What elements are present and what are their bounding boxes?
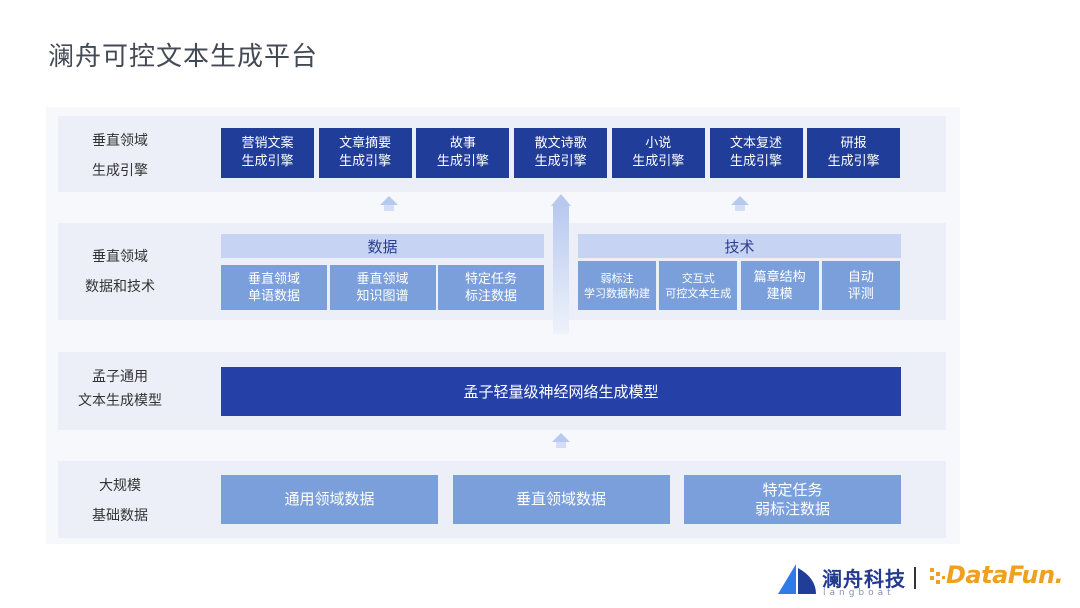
- engine-box: 散文诗歌生成引擎: [514, 128, 608, 178]
- data-item-box: 垂直领域单语数据: [221, 265, 327, 310]
- engine-box: 小说生成引擎: [611, 128, 705, 178]
- data-tech-row-label: 垂直领域数据和技术: [85, 249, 155, 295]
- partner-name: DataFun.: [946, 561, 1064, 589]
- tech-header: 技术: [578, 234, 901, 258]
- model-box: 孟子轻量级神经网络生成模型: [221, 367, 901, 416]
- brand-subtitle: langboat: [823, 588, 895, 598]
- logo-separator: [914, 567, 916, 589]
- up-arrow-stem: [384, 205, 394, 211]
- tech-item-box: 交互式可控文本生成: [659, 261, 738, 310]
- up-arrow-stem: [735, 205, 745, 211]
- tech-item-box: 弱标注学习数据构建: [578, 261, 656, 310]
- data-item-box: 特定任务标注数据: [438, 265, 544, 310]
- base-data-box: 特定任务弱标注数据: [684, 475, 901, 524]
- engine-box: 研报生成引擎: [807, 128, 901, 178]
- up-arrow-icon: [380, 196, 398, 205]
- base-data-box: 通用领域数据: [221, 475, 438, 524]
- data-item-box: 垂直领域知识图谱: [329, 265, 436, 310]
- model-row-label: 孟子通用文本生成模型: [78, 369, 162, 409]
- tech-item-box: 自动评测: [821, 261, 900, 310]
- brand-name: 澜舟科技: [822, 567, 906, 591]
- up-arrow-icon: [731, 196, 749, 205]
- langboat-logo-icon: [778, 564, 816, 594]
- page-title: 澜舟可控文本生成平台: [48, 42, 319, 72]
- data-header: 数据: [221, 234, 544, 258]
- tech-item-box: 篇章结构建模: [740, 261, 819, 310]
- base-row-label: 大规模基础数据: [92, 478, 148, 524]
- engine-box: 文章摘要生成引擎: [318, 128, 412, 178]
- engine-box: 文本复述生成引擎: [709, 128, 803, 178]
- big-up-arrow-shaft: [553, 204, 569, 334]
- base-data-box: 垂直领域数据: [452, 475, 670, 524]
- up-arrow-stem: [556, 442, 566, 448]
- up-arrow-icon: [552, 433, 570, 442]
- engines-row-label: 垂直领域生成引擎: [92, 133, 148, 179]
- engine-box: 营销文案生成引擎: [221, 128, 314, 178]
- big-up-arrow-icon: [551, 194, 571, 206]
- datafun-dots-icon: [930, 568, 945, 584]
- engine-box: 故事生成引擎: [416, 128, 510, 178]
